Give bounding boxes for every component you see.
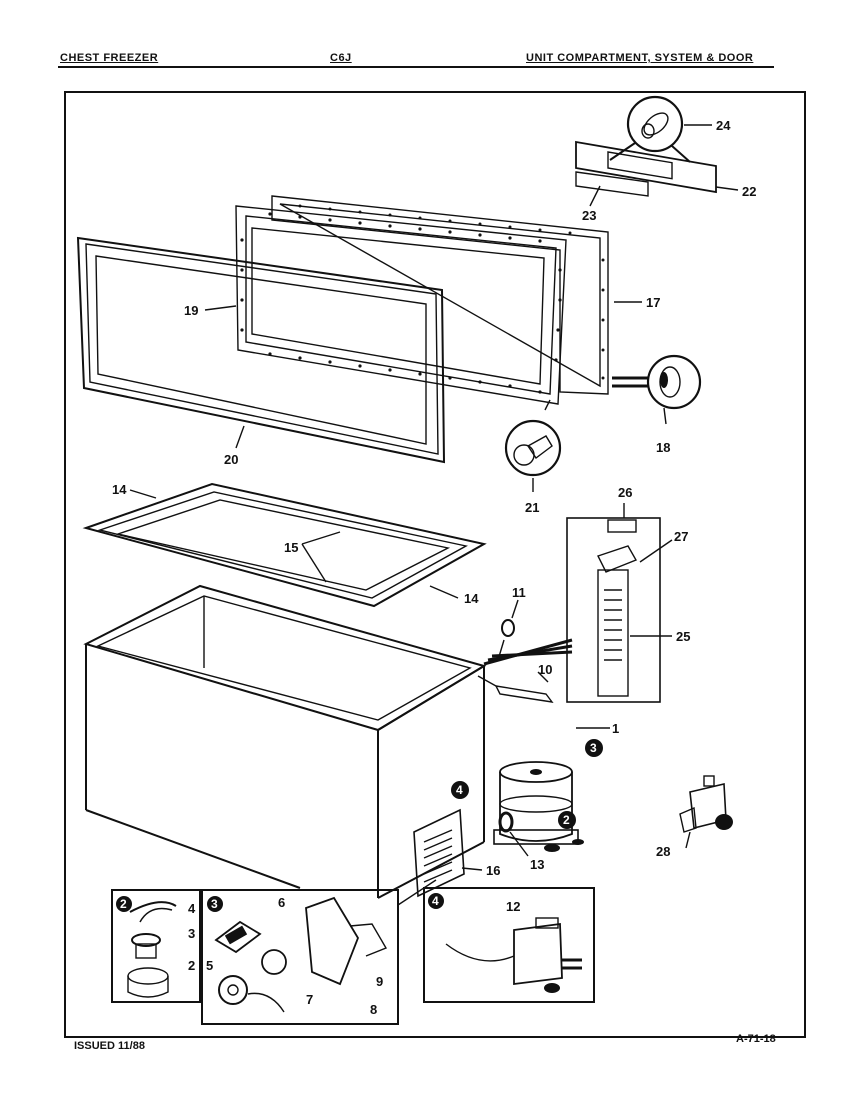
door-panel-17 xyxy=(271,195,609,395)
callout-11: 11 xyxy=(512,585,526,600)
callout-23: 23 xyxy=(582,208,596,223)
magnify-circle-21 xyxy=(504,399,562,477)
callout-9: 9 xyxy=(376,974,383,989)
breaker-strip-14 xyxy=(82,482,487,608)
inset-box-2 xyxy=(111,889,201,1003)
door-liner-19 xyxy=(235,205,567,405)
badge-3-inset: 3 xyxy=(207,896,223,912)
callout-14-right: 14 xyxy=(464,591,479,606)
callout-24: 24 xyxy=(716,118,731,133)
callout-25: 25 xyxy=(676,629,690,644)
badge-4-inset: 4 xyxy=(428,893,444,909)
callout-13: 13 xyxy=(530,857,544,872)
callout-22: 22 xyxy=(742,184,756,199)
hinge-cover-22 xyxy=(575,140,717,197)
callout-10: 10 xyxy=(538,662,552,677)
washer-13 xyxy=(498,811,514,833)
page-code: A-71-18 xyxy=(736,1033,776,1045)
header-model: C6J xyxy=(330,52,352,64)
magnify-circle-24 xyxy=(609,95,691,163)
temperature-control-25 xyxy=(483,517,661,703)
leader-lines xyxy=(129,124,739,871)
header-rule xyxy=(58,66,774,68)
callout-12: 12 xyxy=(506,899,520,914)
callout-6: 6 xyxy=(278,895,285,910)
diagram-frame xyxy=(64,91,806,1038)
badge-4-compressor: 4 xyxy=(451,781,469,799)
callout-14-top: 14 xyxy=(112,482,127,497)
callout-15: 15 xyxy=(284,540,298,555)
callout-18: 18 xyxy=(656,440,670,455)
callout-16: 16 xyxy=(486,863,500,878)
callout-1: 1 xyxy=(612,721,619,736)
thermostat-bulb-10 xyxy=(477,675,554,703)
svg-text:4: 4 xyxy=(432,894,439,908)
svg-text:2: 2 xyxy=(120,897,127,911)
callout-2: 2 xyxy=(188,958,195,973)
callout-28: 28 xyxy=(656,844,670,859)
grommet-11 xyxy=(497,619,515,661)
issued-date: ISSUED 11/88 xyxy=(74,1040,145,1052)
callout-27: 27 xyxy=(674,529,688,544)
callout-20: 20 xyxy=(224,452,238,467)
svg-text:4: 4 xyxy=(456,783,463,797)
callout-21: 21 xyxy=(525,500,539,515)
callout-4: 4 xyxy=(188,901,196,916)
svg-text:3: 3 xyxy=(590,741,597,755)
svg-text:2: 2 xyxy=(563,813,570,827)
callout-5: 5 xyxy=(206,958,213,973)
callout-3: 3 xyxy=(188,926,195,941)
cabinet-body xyxy=(83,584,487,899)
badge-3-compressor: 3 xyxy=(585,739,603,757)
clip-28 xyxy=(679,775,733,833)
callout-26: 26 xyxy=(618,485,632,500)
callout-8: 8 xyxy=(370,1002,377,1017)
callout-17: 17 xyxy=(646,295,660,310)
inset-box-3 xyxy=(201,889,399,1025)
badge-2-inset: 2 xyxy=(116,896,132,912)
grille-16 xyxy=(413,808,465,898)
header-section: UNIT COMPARTMENT, SYSTEM & DOOR xyxy=(526,52,754,64)
header-product: CHEST FREEZER xyxy=(60,52,159,64)
callout-19: 19 xyxy=(184,303,198,318)
callout-7: 7 xyxy=(306,992,313,1007)
badge-2-compressor: 2 xyxy=(558,811,576,829)
svg-text:3: 3 xyxy=(211,897,218,911)
inset-box-4 xyxy=(423,887,595,1003)
door-gasket-20 xyxy=(76,236,446,464)
magnify-circle-18 xyxy=(612,354,702,410)
compressor-1 xyxy=(493,761,584,852)
